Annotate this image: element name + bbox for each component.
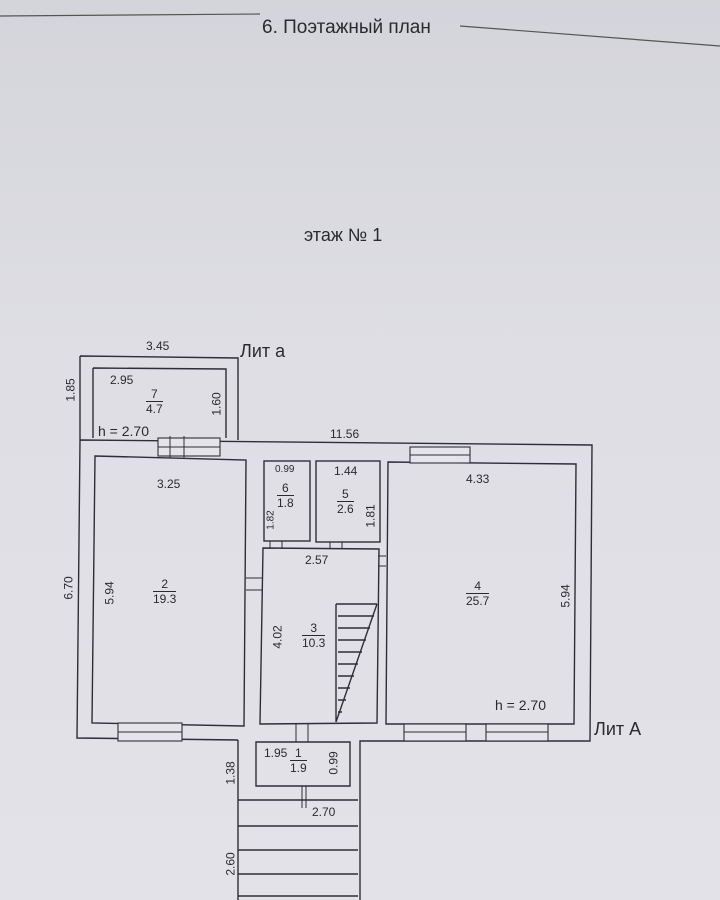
dim-room1-height: 0.99 [326, 751, 341, 775]
dim-room5-height: 1.81 [363, 504, 378, 528]
document-title: 6. Поэтажный план [262, 17, 431, 38]
dim-room4-height: 5.94 [558, 584, 573, 608]
lit-small-label: Лит а [240, 341, 286, 361]
door-room1-to-porch [301, 786, 307, 808]
door-room3-to-room6 [269, 541, 283, 549]
dim-annex-inner-height: 1.60 [209, 392, 224, 416]
annex-outer-wall [79, 355, 239, 440]
dim-room3-width: 2.57 [305, 553, 329, 567]
lit-main-label: Лит А [594, 719, 642, 739]
dim-room3-height: 4.02 [270, 625, 285, 649]
room-number: 2 [153, 578, 177, 592]
room6-walls [263, 460, 311, 542]
door-annex-to-room2 [169, 436, 185, 458]
room-number: 4 [466, 580, 490, 594]
dim-room6-width: 0.99 [275, 464, 295, 475]
dim-annex-outer-height: 1.85 [63, 378, 78, 402]
annex-inner-wall [92, 367, 227, 438]
dim-room4-width: 4.33 [466, 472, 490, 486]
room-area: 10.3 [302, 636, 326, 650]
door-room3-to-room5 [329, 542, 343, 549]
dim-room5-width: 1.44 [334, 464, 358, 478]
room-label-1: 1 1.9 [290, 747, 307, 774]
room-area: 1.8 [277, 496, 294, 510]
room-label-6: 6 1.8 [277, 482, 294, 509]
dim-main-outer-width: 11.56 [330, 427, 360, 441]
room-area: 1.9 [290, 761, 307, 775]
room-number: 5 [337, 488, 354, 502]
dim-main-outer-height: 6.70 [61, 576, 76, 600]
room-label-7: 7 4.7 [146, 388, 163, 415]
header-frame-line [0, 13, 720, 47]
room-number: 6 [277, 482, 294, 496]
dim-room6-height: 1.82 [265, 510, 277, 530]
room1-walls [255, 741, 351, 787]
height-annex: h = 2.70 [98, 423, 149, 439]
floor-label: этаж № 1 [304, 225, 383, 245]
dim-room2-width: 3.25 [157, 477, 181, 491]
room-label-3: 3 10.3 [302, 622, 326, 650]
door-room3-to-room1 [295, 723, 309, 742]
room-area: 2.6 [337, 502, 354, 516]
room-area: 19.3 [153, 592, 177, 606]
dim-stairs-width: 2.70 [312, 805, 336, 819]
dim-room2-height: 5.94 [102, 581, 117, 605]
height-main: h = 2.70 [495, 697, 546, 713]
dim-annex-outer-width: 3.45 [146, 339, 170, 353]
main-outer-wall [76, 439, 593, 742]
room-area: 25.7 [466, 594, 490, 608]
room3-walls [259, 547, 380, 725]
room-number: 3 [302, 622, 326, 636]
room-label-2: 2 19.3 [153, 578, 177, 606]
door-room2-to-room3 [246, 577, 262, 591]
dim-porch-height: 1.38 [223, 761, 238, 785]
exterior-stairs [238, 799, 358, 897]
room-label-5: 5 2.6 [337, 488, 354, 515]
dim-stairs-height: 2.60 [223, 852, 238, 876]
room-number: 1 [290, 747, 307, 761]
dim-room1-width: 1.95 [264, 746, 288, 760]
room-area: 4.7 [146, 402, 163, 416]
room5-walls [315, 460, 381, 543]
room3-stairs [335, 603, 378, 723]
room-label-4: 4 25.7 [466, 580, 490, 608]
room-number: 7 [146, 388, 163, 402]
door-room3-to-room4 [378, 555, 386, 567]
dim-annex-inner-width: 2.95 [110, 373, 134, 387]
room4-walls [385, 461, 577, 725]
main-inner-wall [91, 455, 247, 727]
